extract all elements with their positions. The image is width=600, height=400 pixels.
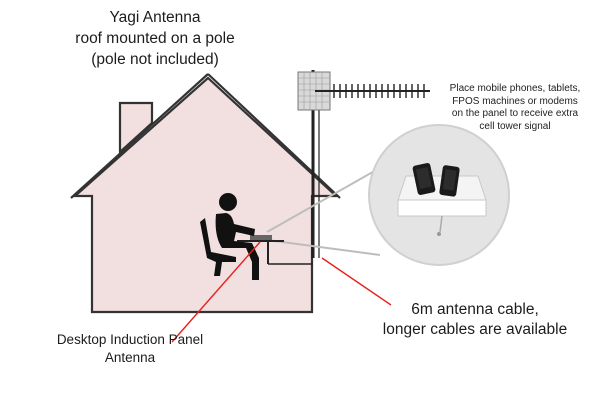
panel-label-line2: Antenna [104,350,156,365]
cable-label: 6m antenna cable, longer cables are avai… [355,300,595,340]
panel-pointer-line [171,241,261,343]
person-head [219,193,237,211]
house [70,73,341,314]
antenna-label-line2: roof mounted on a pole [75,30,235,47]
antenna-label-line3: (pole not included) [91,51,219,68]
person-at-desk [200,193,313,280]
chair [200,218,236,276]
house-body [72,76,339,314]
chimney [118,101,154,155]
person-body [215,213,259,280]
cable-label-line2: longer cables are available [382,321,568,338]
callout-label-line1: Place mobile phones, tablets, [449,83,581,94]
panel-label: Desktop Induction Panel Antenna [20,331,240,367]
cable-label-line1: 6m antenna cable, [411,301,539,318]
antenna-label: Yagi Antenna roof mounted on a pole (pol… [40,7,270,70]
antenna-elements [333,84,425,98]
desk-panel [250,235,272,240]
callout-label-line2: FPOS machines or modems [452,95,578,107]
antenna-label-line1: Yagi Antenna [109,9,201,26]
callout-label-line3: on the panel to receive extra [451,108,579,119]
panel-label-line1: Desktop Induction Panel [56,332,204,347]
callout-label-line4: cell tower signal [479,120,551,132]
callout-label: Place mobile phones, tablets, FPOS machi… [430,83,600,133]
callout [266,124,510,266]
cable-pointer-line [321,257,392,306]
yagi-antenna [297,71,430,111]
